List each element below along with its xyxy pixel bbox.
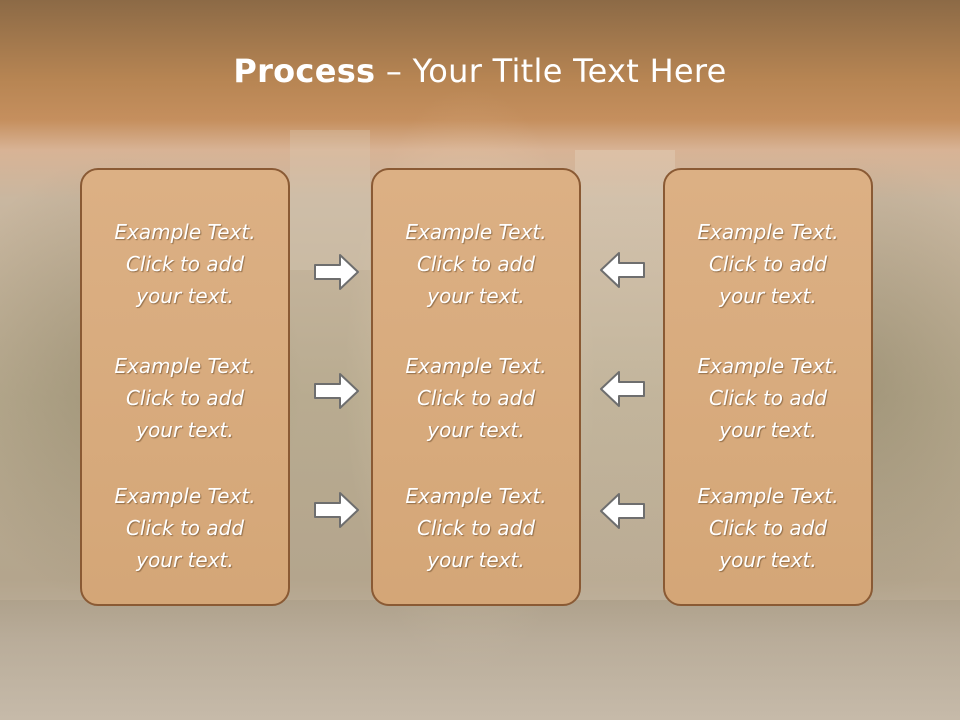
process-panel-left: Example Text. Click to add your text. Ex… <box>80 168 290 606</box>
title-rest: – Your Title Text Here <box>375 52 727 90</box>
panel-text[interactable]: Example Text. Click to add your text. <box>405 484 547 572</box>
arrow-right-icon <box>314 492 359 528</box>
slide-title[interactable]: Process – Your Title Text Here <box>0 52 960 90</box>
title-bold: Process <box>233 52 376 90</box>
panel-text[interactable]: Example Text. Click to add your text. <box>405 220 547 308</box>
panel-text[interactable]: Example Text. Click to add your text. <box>114 484 256 572</box>
arrow-left-icon <box>600 493 645 529</box>
arrow-left-icon <box>600 252 645 288</box>
process-panel-right: Example Text. Click to add your text. Ex… <box>663 168 873 606</box>
background-castle-tower <box>575 150 675 600</box>
arrow-right-icon <box>314 254 359 290</box>
background-castle-tower <box>290 130 370 270</box>
panel-text[interactable]: Example Text. Click to add your text. <box>114 354 256 442</box>
background-water <box>0 600 960 720</box>
panel-text[interactable]: Example Text. Click to add your text. <box>405 354 547 442</box>
arrow-left-icon <box>600 371 645 407</box>
arrow-right-icon <box>314 373 359 409</box>
panel-text[interactable]: Example Text. Click to add your text. <box>697 484 839 572</box>
panel-text[interactable]: Example Text. Click to add your text. <box>114 220 256 308</box>
panel-text[interactable]: Example Text. Click to add your text. <box>697 220 839 308</box>
panel-text[interactable]: Example Text. Click to add your text. <box>697 354 839 442</box>
process-panel-center: Example Text. Click to add your text. Ex… <box>371 168 581 606</box>
